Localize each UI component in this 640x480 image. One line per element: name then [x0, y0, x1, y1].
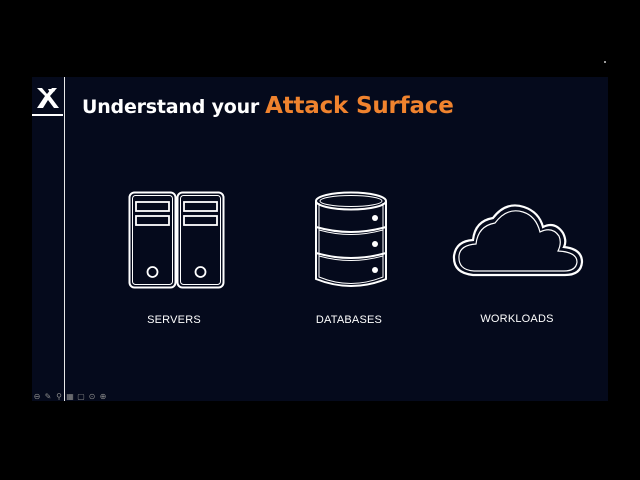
- slide: Understand your Attack Surface: [32, 77, 608, 401]
- cloud-icon: [452, 204, 584, 277]
- arrow-left-icon: ⊖: [33, 392, 41, 401]
- grid-icon: ▦: [66, 392, 74, 401]
- zoom-tool-button[interactable]: ⚲: [54, 392, 64, 402]
- servers-icon: [128, 191, 225, 289]
- slide-title: Understand your Attack Surface: [82, 93, 454, 127]
- slide-sorter-button[interactable]: ▦: [65, 392, 75, 402]
- pen-icon: ✎: [44, 392, 52, 401]
- cursor-dot: [604, 61, 606, 63]
- database-icon: [315, 191, 387, 287]
- magnifier-icon: ⚲: [56, 392, 62, 401]
- databases-label: DATABASES: [315, 314, 383, 326]
- camera-icon: ▢: [77, 392, 85, 401]
- more-icon: ⊙: [88, 392, 96, 401]
- more-options-button[interactable]: ⊙: [87, 392, 97, 402]
- arrow-right-icon: ⊕: [99, 392, 107, 401]
- servers-label: SERVERS: [147, 314, 201, 326]
- slide-divider: [64, 77, 65, 401]
- presentation-toolbar: ⊖ ✎ ⚲ ▦ ▢ ⊙ ⊕: [32, 391, 108, 403]
- workloads-label: WORKLOADS: [480, 313, 554, 325]
- next-slide-button[interactable]: ⊕: [98, 392, 108, 402]
- brand-logo-icon: [37, 88, 59, 108]
- previous-slide-button[interactable]: ⊖: [32, 392, 42, 402]
- pen-tool-button[interactable]: ✎: [43, 392, 53, 402]
- camera-toggle-button[interactable]: ▢: [76, 392, 86, 402]
- logo-underline: [32, 114, 63, 116]
- title-prefix: Understand your: [82, 96, 260, 118]
- title-highlight: Attack Surface: [265, 93, 454, 119]
